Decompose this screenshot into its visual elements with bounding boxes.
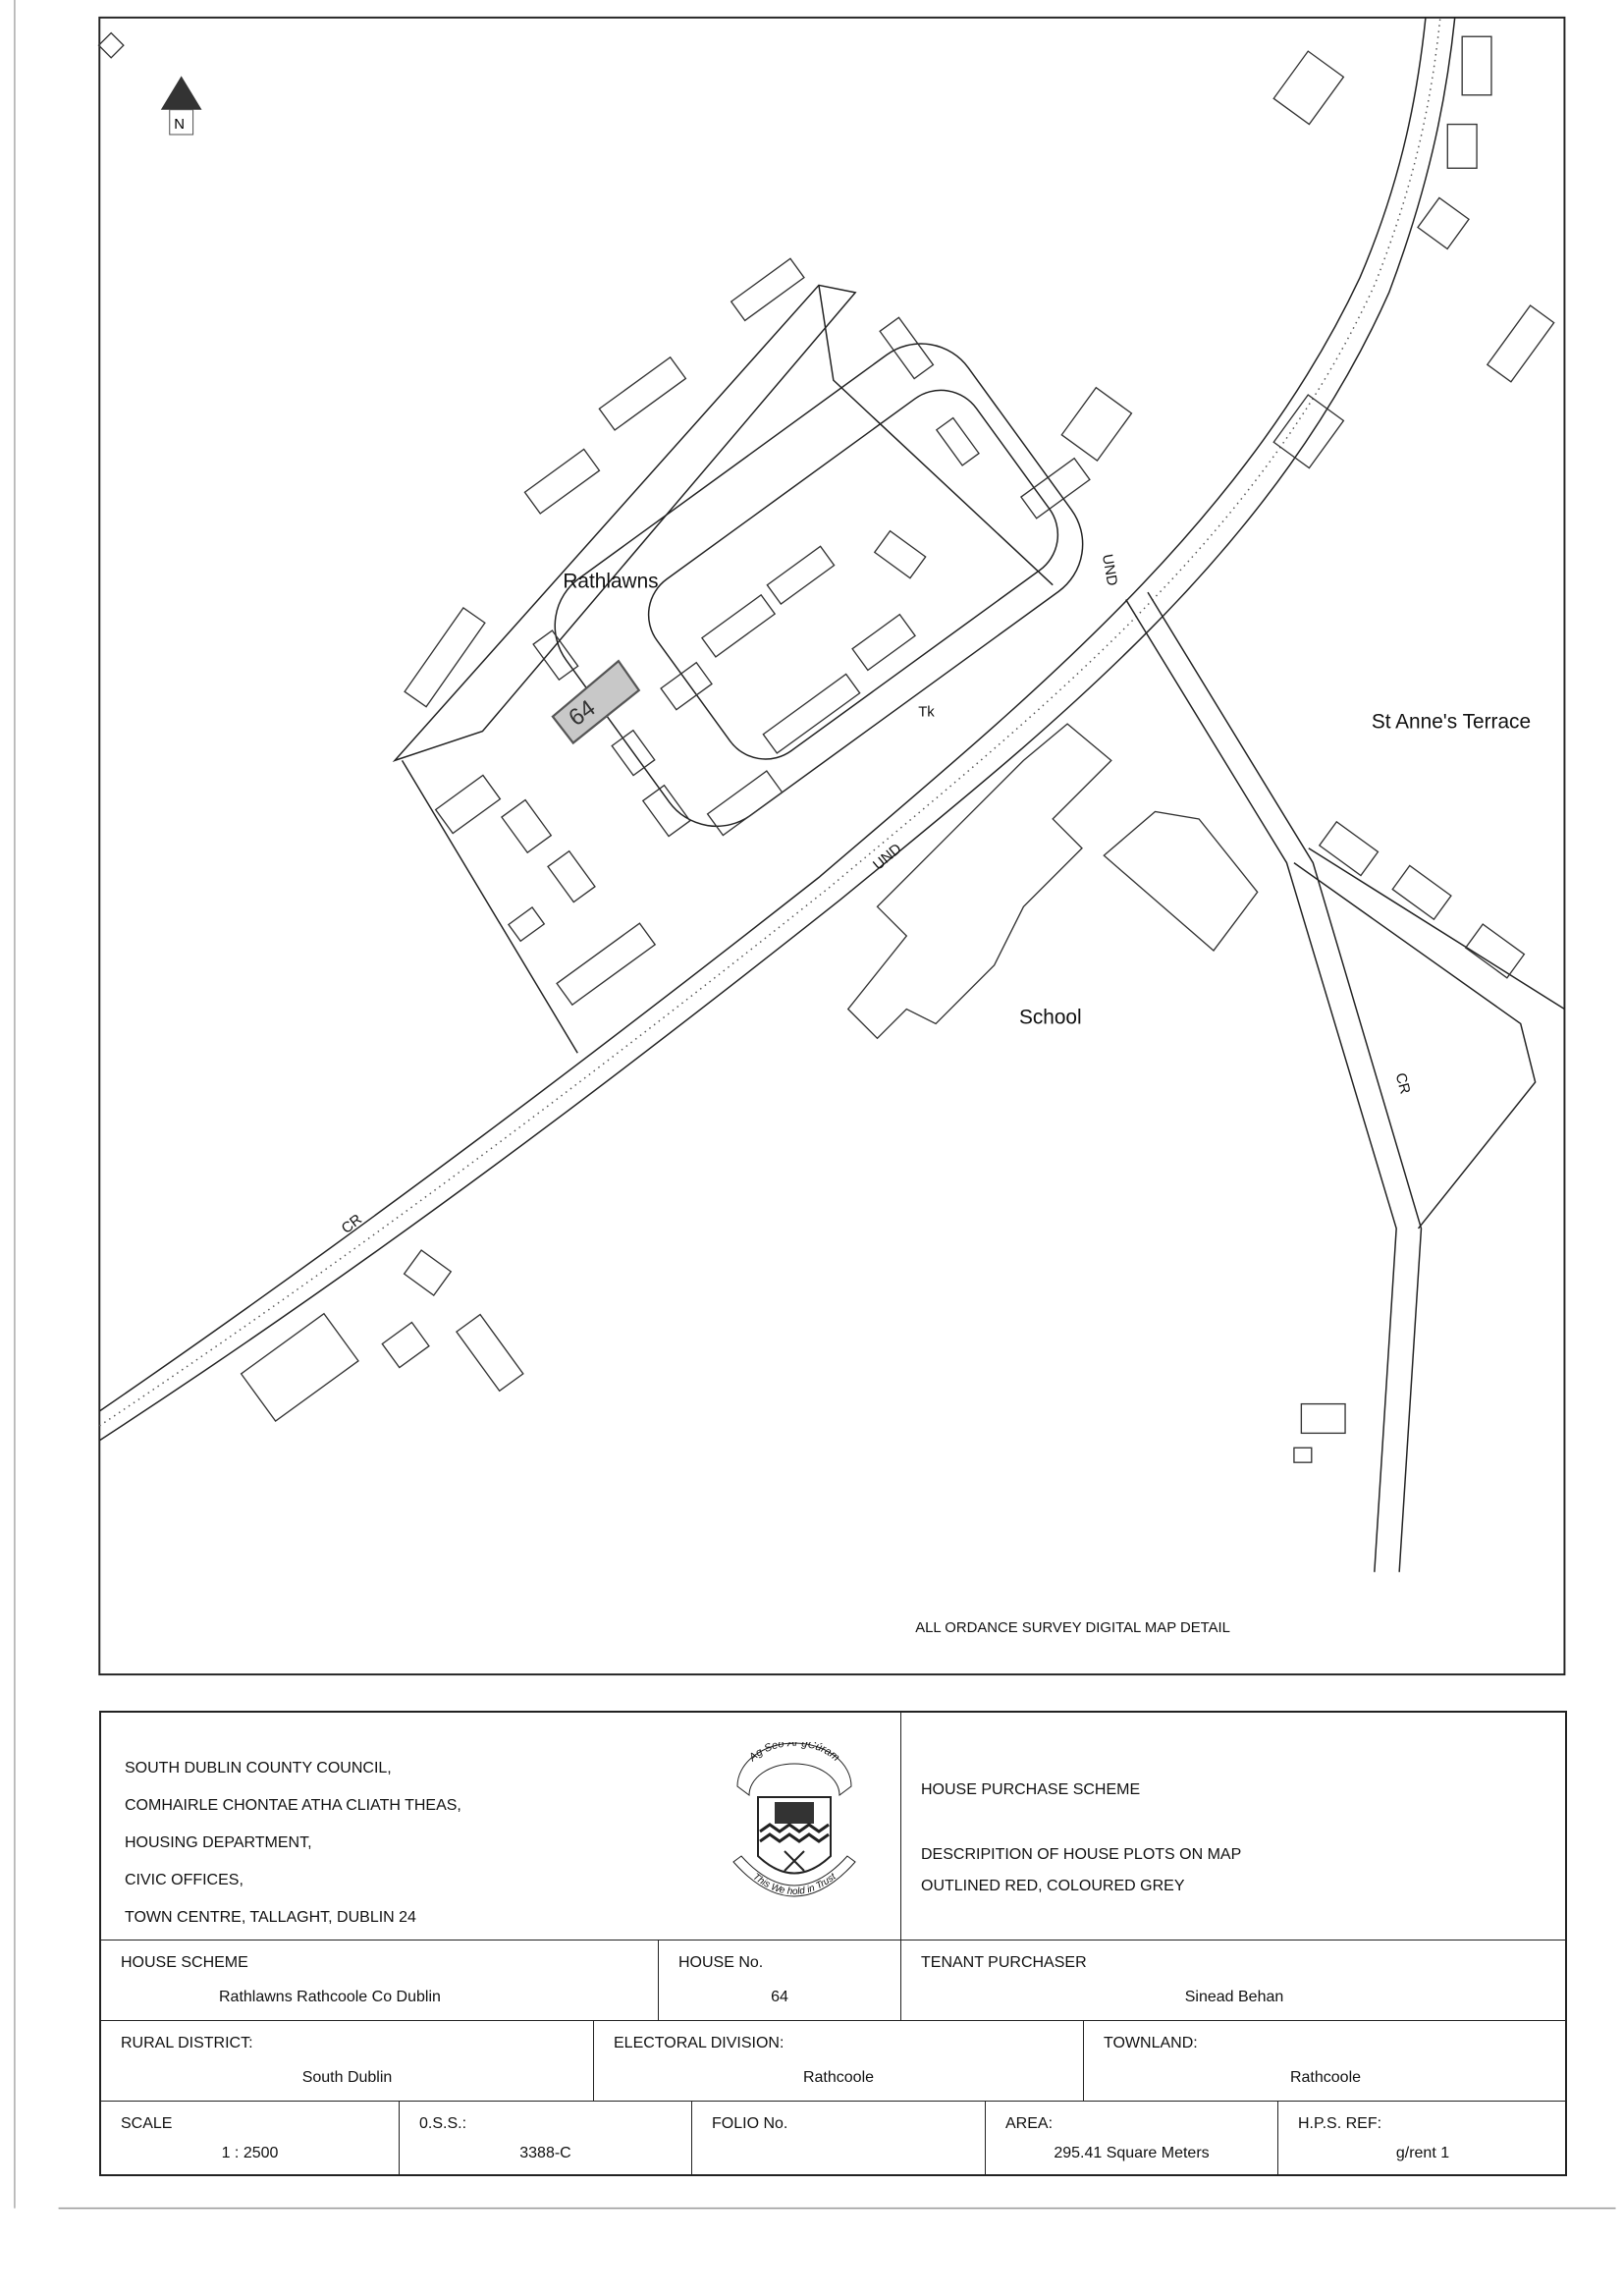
townland-cell: TOWNLAND: Rathcoole [1084, 2021, 1567, 2102]
house-no-cell: HOUSE No. 64 [659, 1941, 901, 2021]
tenant-purchaser-cell: TENANT PURCHASER Sinead Behan [901, 1941, 1567, 2021]
field-value: 295.41 Square Meters [1054, 2145, 1210, 2161]
school-building [846, 723, 1112, 1040]
area-cell: AREA: 295.41 Square Meters [986, 2102, 1278, 2176]
electoral-division-cell: ELECTORAL DIVISION: Rathcoole [594, 2021, 1084, 2102]
rathlawns-loop-inner [647, 389, 1059, 760]
field-value: g/rent 1 [1395, 2145, 1450, 2161]
field-value: 3388-C [519, 2145, 571, 2161]
triangle-road [1293, 862, 1537, 1230]
field-label: HOUSE SCHEME [121, 1954, 248, 1971]
field-value: 64 [771, 1989, 788, 2005]
field-label: TOWNLAND: [1104, 2035, 1198, 2051]
field-value: Sinead Behan [1184, 1989, 1284, 2005]
label-school: School [1019, 1006, 1082, 1028]
field-label: RURAL DISTRICT: [121, 2035, 253, 2051]
oss-cell: 0.S.S.: 3388-C [400, 2102, 692, 2176]
field-label: H.P.S. REF: [1298, 2115, 1382, 2132]
main-road-edge [98, 17, 1456, 1442]
field-label: ELECTORAL DIVISION: [614, 2035, 784, 2051]
north-label: N [174, 117, 185, 133]
label-und: UND [1099, 553, 1119, 587]
label-cr: CR [1392, 1071, 1413, 1096]
field-value: 1 : 2500 [221, 2145, 279, 2161]
buildings [97, 31, 1555, 1463]
side-road-edge [1125, 599, 1397, 1572]
title-block: SOUTH DUBLIN COUNTY COUNCIL, COMHAIRLE C… [99, 1711, 1567, 2176]
terrace-road [1308, 847, 1565, 1011]
house-plot-64: 64 [551, 659, 641, 745]
field-label: AREA: [1005, 2115, 1054, 2132]
description-line: DESCRIPITION OF HOUSE PLOTS ON MAP [921, 1846, 1242, 1863]
map-frame [98, 16, 1566, 1676]
field-value: Rathlawns Rathcoole Co Dublin [219, 1989, 441, 2005]
council-crest-logo: Ag Seo Ár gCúram This We hold in Trust [732, 1742, 856, 1897]
roads [98, 17, 1565, 1572]
field-value: South Dublin [301, 2069, 393, 2086]
address-line: CIVIC OFFICES, [125, 1872, 243, 1888]
map-footer-note: ALL ORDANCE SURVEY DIGITAL MAP DETAIL [915, 1620, 1230, 1636]
label-rathlawns: Rathlawns [563, 571, 658, 593]
rathlawns-north-road [392, 284, 857, 762]
description-line: OUTLINED RED, COLOURED GREY [921, 1878, 1185, 1894]
council-address: SOUTH DUBLIN COUNTY COUNCIL, COMHAIRLE C… [101, 1713, 901, 1941]
rathlawns-east-road [818, 285, 1054, 586]
field-label: 0.S.S.: [419, 2115, 467, 2132]
scheme-description: HOUSE PURCHASE SCHEME DESCRIPITION OF HO… [901, 1713, 1567, 1941]
label-und: UND [871, 841, 905, 873]
north-arrow: N [160, 76, 202, 136]
main-road-boundary [98, 17, 1441, 1427]
field-value: Rathcoole [1289, 2069, 1362, 2086]
scale-cell: SCALE 1 : 2500 [101, 2102, 400, 2176]
field-label: SCALE [121, 2115, 173, 2132]
label-st-annes-terrace: St Anne's Terrace [1372, 711, 1531, 734]
field-value: Rathcoole [802, 2069, 875, 2086]
label-cr: CR [339, 1212, 365, 1237]
main-road-edge [98, 17, 1427, 1412]
address-line: COMHAIRLE CHONTAE ATHA CLIATH THEAS, [125, 1797, 461, 1814]
address-line: TOWN CENTRE, TALLAGHT, DUBLIN 24 [125, 1909, 416, 1926]
field-label: HOUSE No. [678, 1954, 764, 1971]
rathlawns-west-road [401, 759, 578, 1054]
hps-ref-cell: H.P.S. REF: g/rent 1 [1278, 2102, 1567, 2176]
school-annex [1103, 810, 1259, 952]
field-label: TENANT PURCHASER [921, 1954, 1087, 1971]
scheme-title: HOUSE PURCHASE SCHEME [921, 1781, 1141, 1798]
address-line: HOUSING DEPARTMENT, [125, 1834, 312, 1851]
side-road-edge [1147, 591, 1423, 1572]
folio-cell: FOLIO No. [692, 2102, 986, 2176]
rathlawns-loop-outer [554, 343, 1084, 828]
field-label: FOLIO No. [712, 2115, 788, 2132]
house-scheme-cell: HOUSE SCHEME Rathlawns Rathcoole Co Dubl… [101, 1941, 659, 2021]
rural-district-cell: RURAL DISTRICT: South Dublin [101, 2021, 594, 2102]
label-tk: Tk [918, 705, 935, 721]
address-line: SOUTH DUBLIN COUNTY COUNCIL, [125, 1760, 392, 1777]
north-arrow-icon [160, 76, 202, 110]
